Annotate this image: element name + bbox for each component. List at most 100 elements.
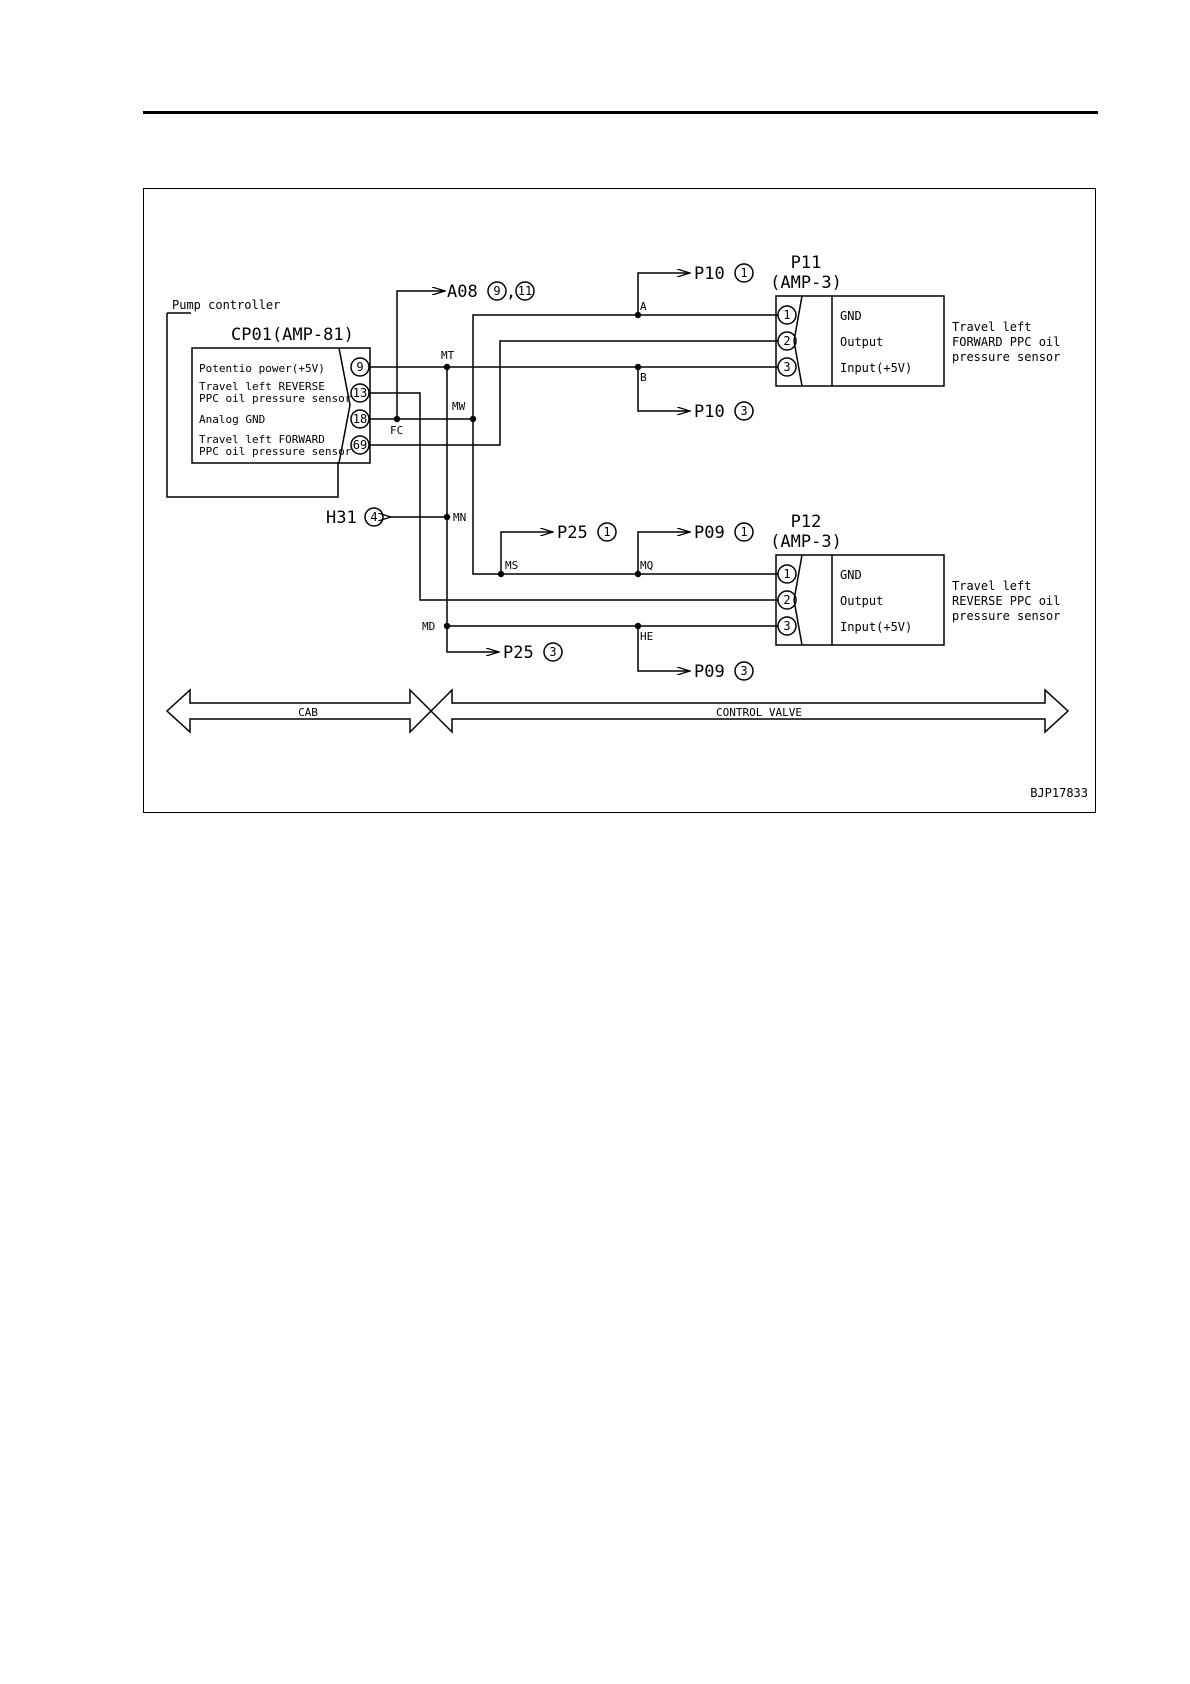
junction-fc-label: FC xyxy=(390,424,403,437)
ref-p25-top-pin-circle xyxy=(597,522,617,542)
cab-zone-label: CAB xyxy=(298,706,318,719)
cp01-pin9-label: Potentio power(+5V) xyxy=(199,362,325,375)
cp01-pin-9-number: 9 xyxy=(356,360,363,374)
ref-a08-pin-11: 11 xyxy=(518,284,532,298)
cp01-connector-chevron xyxy=(338,347,351,464)
control-valve-zone-label: CONTROL VALVE xyxy=(716,706,802,719)
wire-pin69-p11-2 xyxy=(369,340,778,446)
cp01-pin69-label-2: PPC oil pressure sensor xyxy=(199,445,352,458)
p11-pin-1: 1 xyxy=(777,305,797,325)
junction-b-label: B xyxy=(640,371,647,384)
p11-desc-1: Travel left xyxy=(952,320,1031,334)
ref-p10-bottom-pin: 3 xyxy=(740,404,747,418)
p12-desc-2: REVERSE PPC oil xyxy=(952,594,1060,608)
ref-p25-bottom: P25 xyxy=(503,643,534,663)
ref-p09-bottom: P09 xyxy=(694,662,725,682)
wire-md-p25-3 xyxy=(446,626,499,652)
ref-p10-top: P10 xyxy=(694,264,725,284)
control-valve-zone-arrow xyxy=(429,688,1070,734)
junction-ms-label: MS xyxy=(505,559,518,572)
ref-p25-bottom-pin-circle xyxy=(543,642,563,662)
junction-mt-dot xyxy=(443,363,451,371)
p12-pin1-label: GND xyxy=(840,568,862,582)
cp01-pin13-label-2: PPC oil pressure sensor xyxy=(199,392,352,405)
cp01-pin18-label: Analog GND xyxy=(199,413,265,426)
wires xyxy=(369,273,778,671)
cp01-connector-label: CP01(AMP-81) xyxy=(231,325,354,345)
wire-pin13-p12-2 xyxy=(369,392,778,601)
ref-p09-top: P09 xyxy=(694,523,725,543)
p11-pin-3-number: 3 xyxy=(783,360,790,374)
p11-type: (AMP-3) xyxy=(770,273,842,293)
junction-mq-dot xyxy=(634,570,642,578)
cp01-pin-69: 69 xyxy=(350,435,370,455)
wire-mw-p11-1 xyxy=(472,314,778,419)
junction-a-label: A xyxy=(640,300,647,313)
ref-p09-top-pin: 1 xyxy=(740,525,747,539)
ref-a08: A08 xyxy=(447,282,478,302)
junction-dots xyxy=(393,311,642,630)
p12-pin-2-number: 2 xyxy=(783,593,790,607)
junction-mw-label: MW xyxy=(452,400,466,413)
junction-fc-dot xyxy=(393,415,401,423)
p12-pin-1-number: 1 xyxy=(783,567,790,581)
junction-mw-dot xyxy=(469,415,477,423)
p12-type: (AMP-3) xyxy=(770,532,842,552)
ref-p25-bottom-pin: 3 xyxy=(549,645,556,659)
p12-desc-3: pressure sensor xyxy=(952,609,1060,623)
figure-id: BJP17833 xyxy=(1030,786,1088,800)
p11-pin2-label: Output xyxy=(840,335,883,349)
ref-h31-pin-circle xyxy=(364,507,384,527)
ref-p25-top: P25 xyxy=(557,523,588,543)
ref-p25-top-pin: 1 xyxy=(603,525,610,539)
wire-fc-a08 xyxy=(396,291,445,419)
pump-controller-label: Pump controller xyxy=(172,298,280,312)
junction-mq-label: MQ xyxy=(640,559,653,572)
p12-pin-1: 1 xyxy=(777,564,797,584)
pump-controller-outline xyxy=(166,313,339,498)
ref-p09-bottom-pin-circle xyxy=(734,661,754,681)
cp01-pin-9: 9 xyxy=(350,357,370,377)
p12-pin-3: 3 xyxy=(777,616,797,636)
ref-p10-bottom-pin-circle xyxy=(734,401,754,421)
cp01-pin69-label-1: Travel left FORWARD xyxy=(199,433,325,446)
p11-pin1-label: GND xyxy=(840,309,862,323)
junction-he-label: HE xyxy=(640,630,653,643)
junction-he-dot xyxy=(634,622,642,630)
ref-p09-bottom-pin: 3 xyxy=(740,664,747,678)
p11-pin-2-number: 2 xyxy=(783,334,790,348)
sensor-p12: P12 (AMP-3) 1 2 3 GND Output Input(+5V) … xyxy=(770,512,1060,646)
ref-p10-top-pin: 1 xyxy=(740,266,747,280)
wire-mw-p12-1 xyxy=(472,419,778,575)
wire-mq-p09-1 xyxy=(637,532,690,574)
cp01-pin13-label-1: Travel left REVERSE xyxy=(199,380,325,393)
p11-pin-3: 3 xyxy=(777,357,797,377)
ref-a08-pin-9-circle xyxy=(487,281,507,301)
ref-h31: H31 xyxy=(326,508,357,528)
p12-chevron xyxy=(793,554,803,646)
junction-labels: MT FC MW A B MN MS MQ MD HE xyxy=(390,300,653,643)
ref-h31-pin: 4 xyxy=(370,510,377,524)
p12-pin2-label: Output xyxy=(840,594,883,608)
junction-mn-dot xyxy=(443,513,451,521)
p11-pin3-label: Input(+5V) xyxy=(840,361,912,375)
cp01-pin-69-number: 69 xyxy=(353,438,367,452)
p12-pin-3-number: 3 xyxy=(783,619,790,633)
junction-md-dot xyxy=(443,622,451,630)
cp01-pin-13-number: 13 xyxy=(353,386,367,400)
junction-md-label: MD xyxy=(422,620,435,633)
wire-b-p10-3 xyxy=(637,367,690,411)
zone-arrows: CAB CONTROL VALVE xyxy=(165,688,1070,734)
p11-id: P11 xyxy=(791,253,822,273)
cp01-pin-18-number: 18 xyxy=(353,412,367,426)
p12-pin3-label: Input(+5V) xyxy=(840,620,912,634)
wire-ms-p25-1 xyxy=(500,532,553,574)
diagram-frame xyxy=(143,188,1096,813)
junction-b-dot xyxy=(634,363,642,371)
cp01-pin-13: 13 xyxy=(350,383,370,403)
header-rule xyxy=(143,111,1098,114)
cp01-pin-18: 18 xyxy=(350,409,370,429)
wire-mt-md-p12-3 xyxy=(446,367,778,627)
junction-mt-label: MT xyxy=(441,349,455,362)
